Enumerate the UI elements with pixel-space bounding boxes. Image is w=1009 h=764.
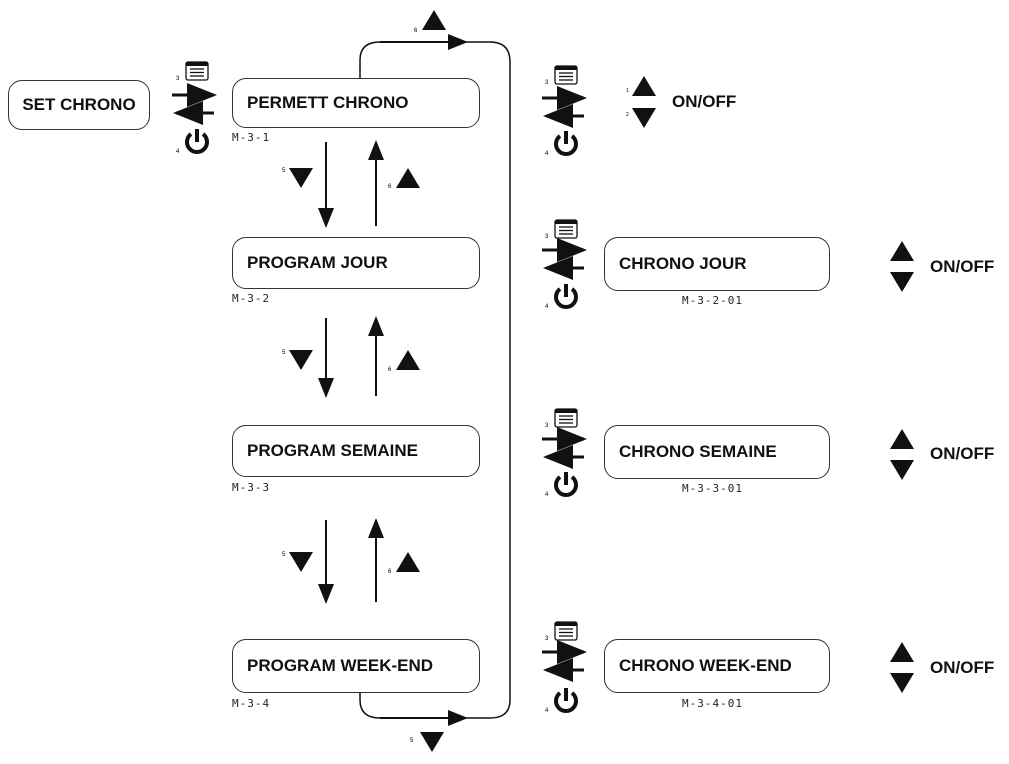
key-number-4: 4 (545, 304, 549, 310)
chrono-semaine-box: CHRONO SEMAINE (604, 425, 830, 479)
program-weekend-box: PROGRAM WEEK-END (232, 639, 480, 693)
key-number-3: 3 (545, 234, 549, 240)
permett-chrono-label: PERMETT CHRONO (247, 93, 409, 112)
connector-set-permett: 3 4 (172, 61, 217, 155)
power-icon (554, 282, 578, 309)
connector-permett-onoff: 3 4 1 2 (542, 65, 656, 157)
key-number-6: 6 (414, 28, 418, 34)
program-semaine-box: PROGRAM SEMAINE (232, 425, 480, 477)
code-weekend: M-3-4 (232, 697, 271, 710)
vertical-arrows-3: 5 6 (282, 518, 420, 604)
chrono-semaine-label: CHRONO SEMAINE (619, 442, 777, 461)
triangle-up-icon (396, 168, 420, 188)
chrono-weekend-label: CHRONO WEEK-END (619, 656, 792, 675)
triangle-up-icon (890, 429, 914, 449)
onoff-label-permett: ON/OFF (672, 92, 737, 111)
code-semaine: M-3-3 (232, 481, 271, 494)
menu-icon (554, 65, 578, 85)
power-icon (554, 686, 578, 713)
key-number-3: 3 (545, 80, 549, 86)
loop-connector (359, 41, 511, 719)
triangle-up-icon (396, 350, 420, 370)
menu-icon (554, 621, 578, 641)
connector-jour: 3 4 (542, 219, 914, 310)
power-icon (554, 129, 578, 156)
key-number-6: 6 (388, 184, 392, 190)
key-number-5: 5 (282, 350, 286, 356)
triangle-down-icon (632, 108, 656, 128)
key-number-6: 6 (388, 367, 392, 373)
code-chrono-weekend: M-3-4-01 (682, 697, 743, 710)
key-number-6: 6 (388, 569, 392, 575)
set-chrono-box: SET CHRONO (8, 80, 150, 130)
key-number-2: 2 (626, 112, 629, 118)
triangle-up-icon (890, 642, 914, 662)
key-number-5: 5 (282, 168, 286, 174)
code-jour: M-3-2 (232, 292, 271, 305)
connector-weekend: 3 4 (542, 621, 914, 714)
triangle-up-icon (422, 10, 446, 30)
code-permett: M-3-1 (232, 131, 271, 144)
triangle-up-icon (396, 552, 420, 572)
power-icon (185, 127, 209, 154)
chrono-weekend-box: CHRONO WEEK-END (604, 639, 830, 693)
code-chrono-semaine: M-3-3-01 (682, 482, 743, 495)
menu-icon (185, 61, 209, 81)
key-number-4: 4 (545, 151, 549, 157)
triangle-down-icon (890, 673, 914, 693)
triangle-down-icon (289, 168, 313, 188)
chrono-jour-box: CHRONO JOUR (604, 237, 830, 291)
set-chrono-label: SET CHRONO (22, 95, 136, 114)
triangle-up-icon (632, 76, 656, 96)
menu-icon (554, 408, 578, 428)
key-number-3: 3 (545, 423, 549, 429)
power-icon (554, 470, 578, 497)
vertical-arrows-1: 5 6 (282, 140, 420, 228)
permett-chrono-box: PERMETT CHRONO (232, 78, 480, 128)
key-number-5: 5 (410, 738, 414, 744)
key-number-4: 4 (545, 708, 549, 714)
key-number-5: 5 (282, 552, 286, 558)
key-number-3: 3 (545, 636, 549, 642)
key-number-1: 1 (626, 88, 629, 94)
triangle-down-icon (890, 272, 914, 292)
triangle-down-icon (890, 460, 914, 480)
program-semaine-label: PROGRAM SEMAINE (247, 441, 418, 460)
vertical-arrows-2: 5 6 (282, 316, 420, 398)
onoff-label-semaine: ON/OFF (930, 444, 995, 463)
program-weekend-label: PROGRAM WEEK-END (247, 656, 434, 675)
key-number-4: 4 (176, 149, 180, 155)
program-jour-label: PROGRAM JOUR (247, 253, 388, 272)
triangle-up-icon (890, 241, 914, 261)
triangle-down-icon (420, 732, 444, 752)
onoff-label-jour: ON/OFF (930, 257, 995, 276)
chrono-jour-label: CHRONO JOUR (619, 254, 747, 273)
code-chrono-jour: M-3-2-01 (682, 294, 743, 307)
key-number-4: 4 (545, 492, 549, 498)
key-number-3: 3 (176, 76, 180, 82)
triangle-down-icon (289, 350, 313, 370)
menu-icon (554, 219, 578, 239)
connector-semaine: 3 4 (542, 408, 914, 498)
program-jour-box: PROGRAM JOUR (232, 237, 480, 289)
onoff-label-weekend: ON/OFF (930, 658, 995, 677)
triangle-down-icon (289, 552, 313, 572)
